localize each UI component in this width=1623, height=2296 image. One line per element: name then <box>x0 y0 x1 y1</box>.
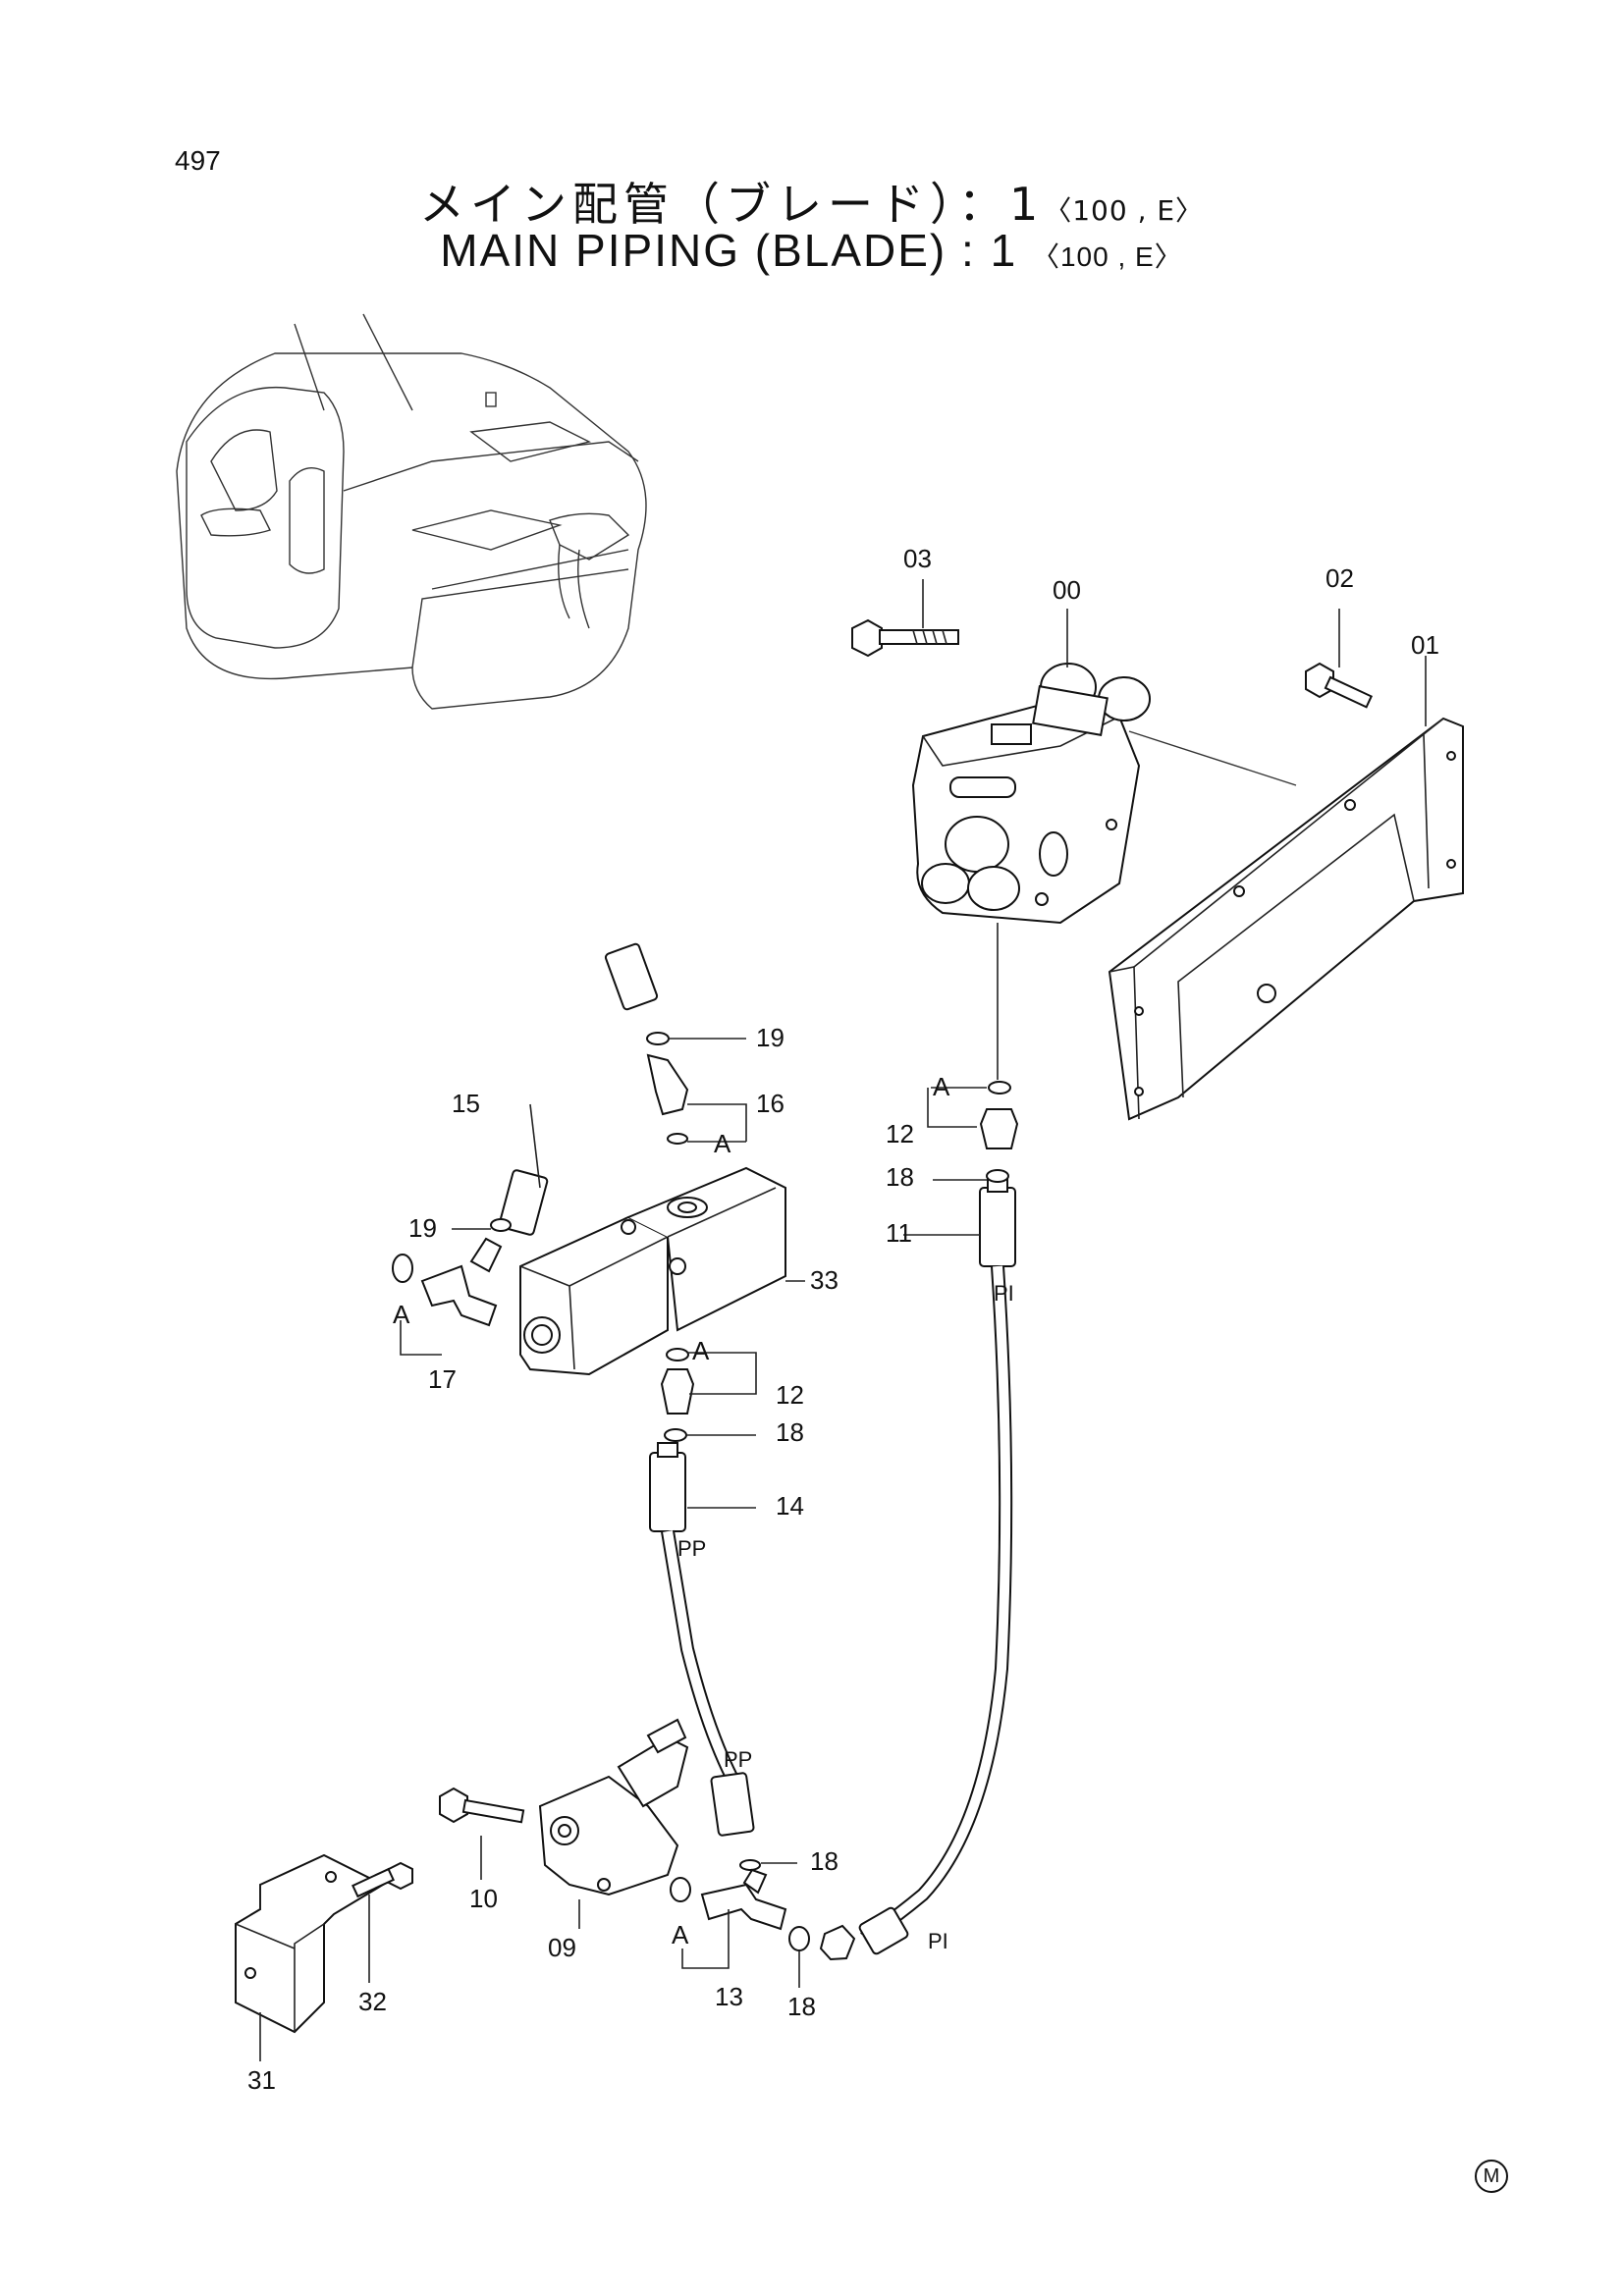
label-pi-top: PI <box>994 1281 1014 1306</box>
hose-15 <box>498 902 659 1236</box>
label-00: 00 <box>1053 575 1081 605</box>
title-en-suffix: 〈100 , E〉 <box>1031 241 1183 272</box>
valve-09 <box>538 1718 689 1896</box>
label-09: 09 <box>548 1933 576 1962</box>
label-11: 11 <box>886 1218 912 1248</box>
bracket-plate-01 <box>1108 717 1464 1121</box>
label-a-12-upper: A <box>933 1072 950 1101</box>
hose-14 <box>649 1442 755 1837</box>
label-10: 10 <box>469 1884 498 1913</box>
label-a-16: A <box>714 1129 731 1158</box>
page-number: 497 <box>175 145 221 176</box>
hose-11 <box>819 1177 1016 1961</box>
label-14: 14 <box>776 1491 804 1521</box>
bolt-10 <box>439 1787 525 1824</box>
label-02: 02 <box>1325 563 1354 593</box>
bolt-02 <box>1305 662 1374 709</box>
bracket-31 <box>235 1853 386 2034</box>
title-english: MAIN PIPING (BLADE) : 1 〈100 , E〉 <box>0 224 1623 277</box>
label-12-lower: 12 <box>776 1380 804 1410</box>
union-12-upper <box>979 1081 1019 1183</box>
label-33: 33 <box>810 1265 839 1295</box>
label-13: 13 <box>715 1982 743 2011</box>
label-16: 16 <box>756 1089 784 1118</box>
title-ja-text: メイン配管（ブレード）：1 <box>418 178 1045 231</box>
label-19-left: 19 <box>408 1213 437 1243</box>
label-32: 32 <box>358 1987 387 2016</box>
elbow-16 <box>646 1032 689 1145</box>
label-15: 15 <box>452 1089 480 1118</box>
title-ja-suffix: 〈100 , E〉 <box>1044 194 1205 227</box>
corner-mark: M <box>1475 2160 1508 2193</box>
title-japanese: メイン配管（ブレード）：1〈100 , E〉 <box>0 169 1623 234</box>
label-a-12-lower: A <box>692 1336 710 1365</box>
excavator-overview-sketch <box>176 313 647 710</box>
label-18-upper: 18 <box>886 1162 914 1192</box>
label-18-mid: 18 <box>776 1417 804 1447</box>
label-18-bottom: 18 <box>787 1992 816 2021</box>
control-valve-00 <box>911 663 1297 925</box>
label-pp-bottom: PP <box>724 1747 752 1772</box>
tee-fitting-17 <box>392 1218 512 1327</box>
label-18-lower-right: 18 <box>810 1846 839 1876</box>
label-01: 01 <box>1411 630 1439 660</box>
label-19-top: 19 <box>756 1023 784 1052</box>
pump-33 <box>519 1166 786 1376</box>
label-pi-bottom: PI <box>928 1929 948 1953</box>
title-en-text: MAIN PIPING (BLADE) : 1 <box>440 225 1018 276</box>
union-12-lower <box>660 1348 695 1442</box>
label-a-17: A <box>393 1300 410 1329</box>
label-a-13: A <box>672 1920 689 1949</box>
label-31: 31 <box>247 2065 276 2095</box>
label-17: 17 <box>428 1364 457 1394</box>
leader-lines <box>259 579 1427 2061</box>
tee-fitting-13 <box>670 1859 810 1951</box>
bolt-03 <box>851 618 959 658</box>
part-labels: 03 00 02 01 19 16 A 15 19 A 17 33 A 12 1… <box>247 544 1439 2095</box>
label-pp-top: PP <box>677 1536 706 1561</box>
bolt-32 <box>352 1861 413 1898</box>
label-03: 03 <box>903 544 932 573</box>
label-12-upper: 12 <box>886 1119 914 1148</box>
